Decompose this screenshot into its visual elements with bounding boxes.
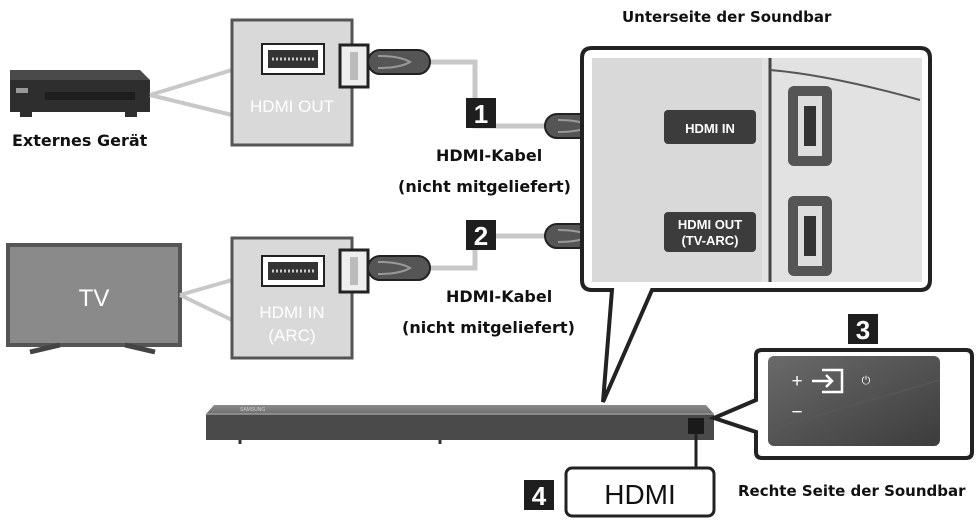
tv-hdmi-in-panel [230,236,354,360]
step-2-badge [466,220,496,250]
cable-2-label-line2: (nicht mitgeliefert) [402,318,575,337]
cable-1-label-line2: (nicht mitgeliefert) [398,177,571,196]
step-1-number: 1 [474,99,488,129]
power-icon: ⏻ [862,375,871,387]
tv-port-label-line2: (ARC) [268,326,315,345]
soundbar-out-label-line1: HDMI OUT [678,217,742,232]
cable-2 [392,233,550,271]
tv-port-label-line1: HDMI IN [259,303,324,322]
cable-1 [392,59,550,129]
source-icon [812,368,844,394]
external-device-label: Externes Gerät [12,131,148,150]
cable-2-plug-tv [338,248,431,294]
step-3-number: 3 [856,315,870,345]
step-3-badge [848,314,878,344]
soundbar-right-side-callout [708,348,974,460]
soundbar-bottom-title: Unterseite der Soundbar [622,8,832,26]
soundbar-right-side-label: Rechte Seite der Soundbar [738,482,966,500]
device-port-label: HDMI OUT [250,97,334,116]
plus-button: + [791,371,802,392]
external-device [10,70,150,117]
source-display [564,466,716,518]
step-4-badge [524,480,554,510]
soundbar-bottom-callout [580,46,932,403]
cable-2-label-line1: HDMI-Kabel [446,287,553,306]
step-1-badge [466,98,496,128]
source-display-text: HDMI [604,479,676,510]
minus-button: − [791,402,802,423]
tv [6,243,182,355]
cable-1-label-line1: HDMI-Kabel [436,146,543,165]
soundbar-in-label: HDMI IN [685,121,735,136]
soundbar-brand: SAMSUNG [240,407,265,413]
step-4-number: 4 [532,481,547,511]
cable-1-plug-device [338,43,431,89]
tv-screen-label: TV [79,285,110,312]
step-2-number: 2 [474,221,488,251]
device-hdmi-out-panel [230,18,354,147]
soundbar-out-label-line2: (TV-ARC) [681,233,738,248]
soundbar [206,405,714,444]
